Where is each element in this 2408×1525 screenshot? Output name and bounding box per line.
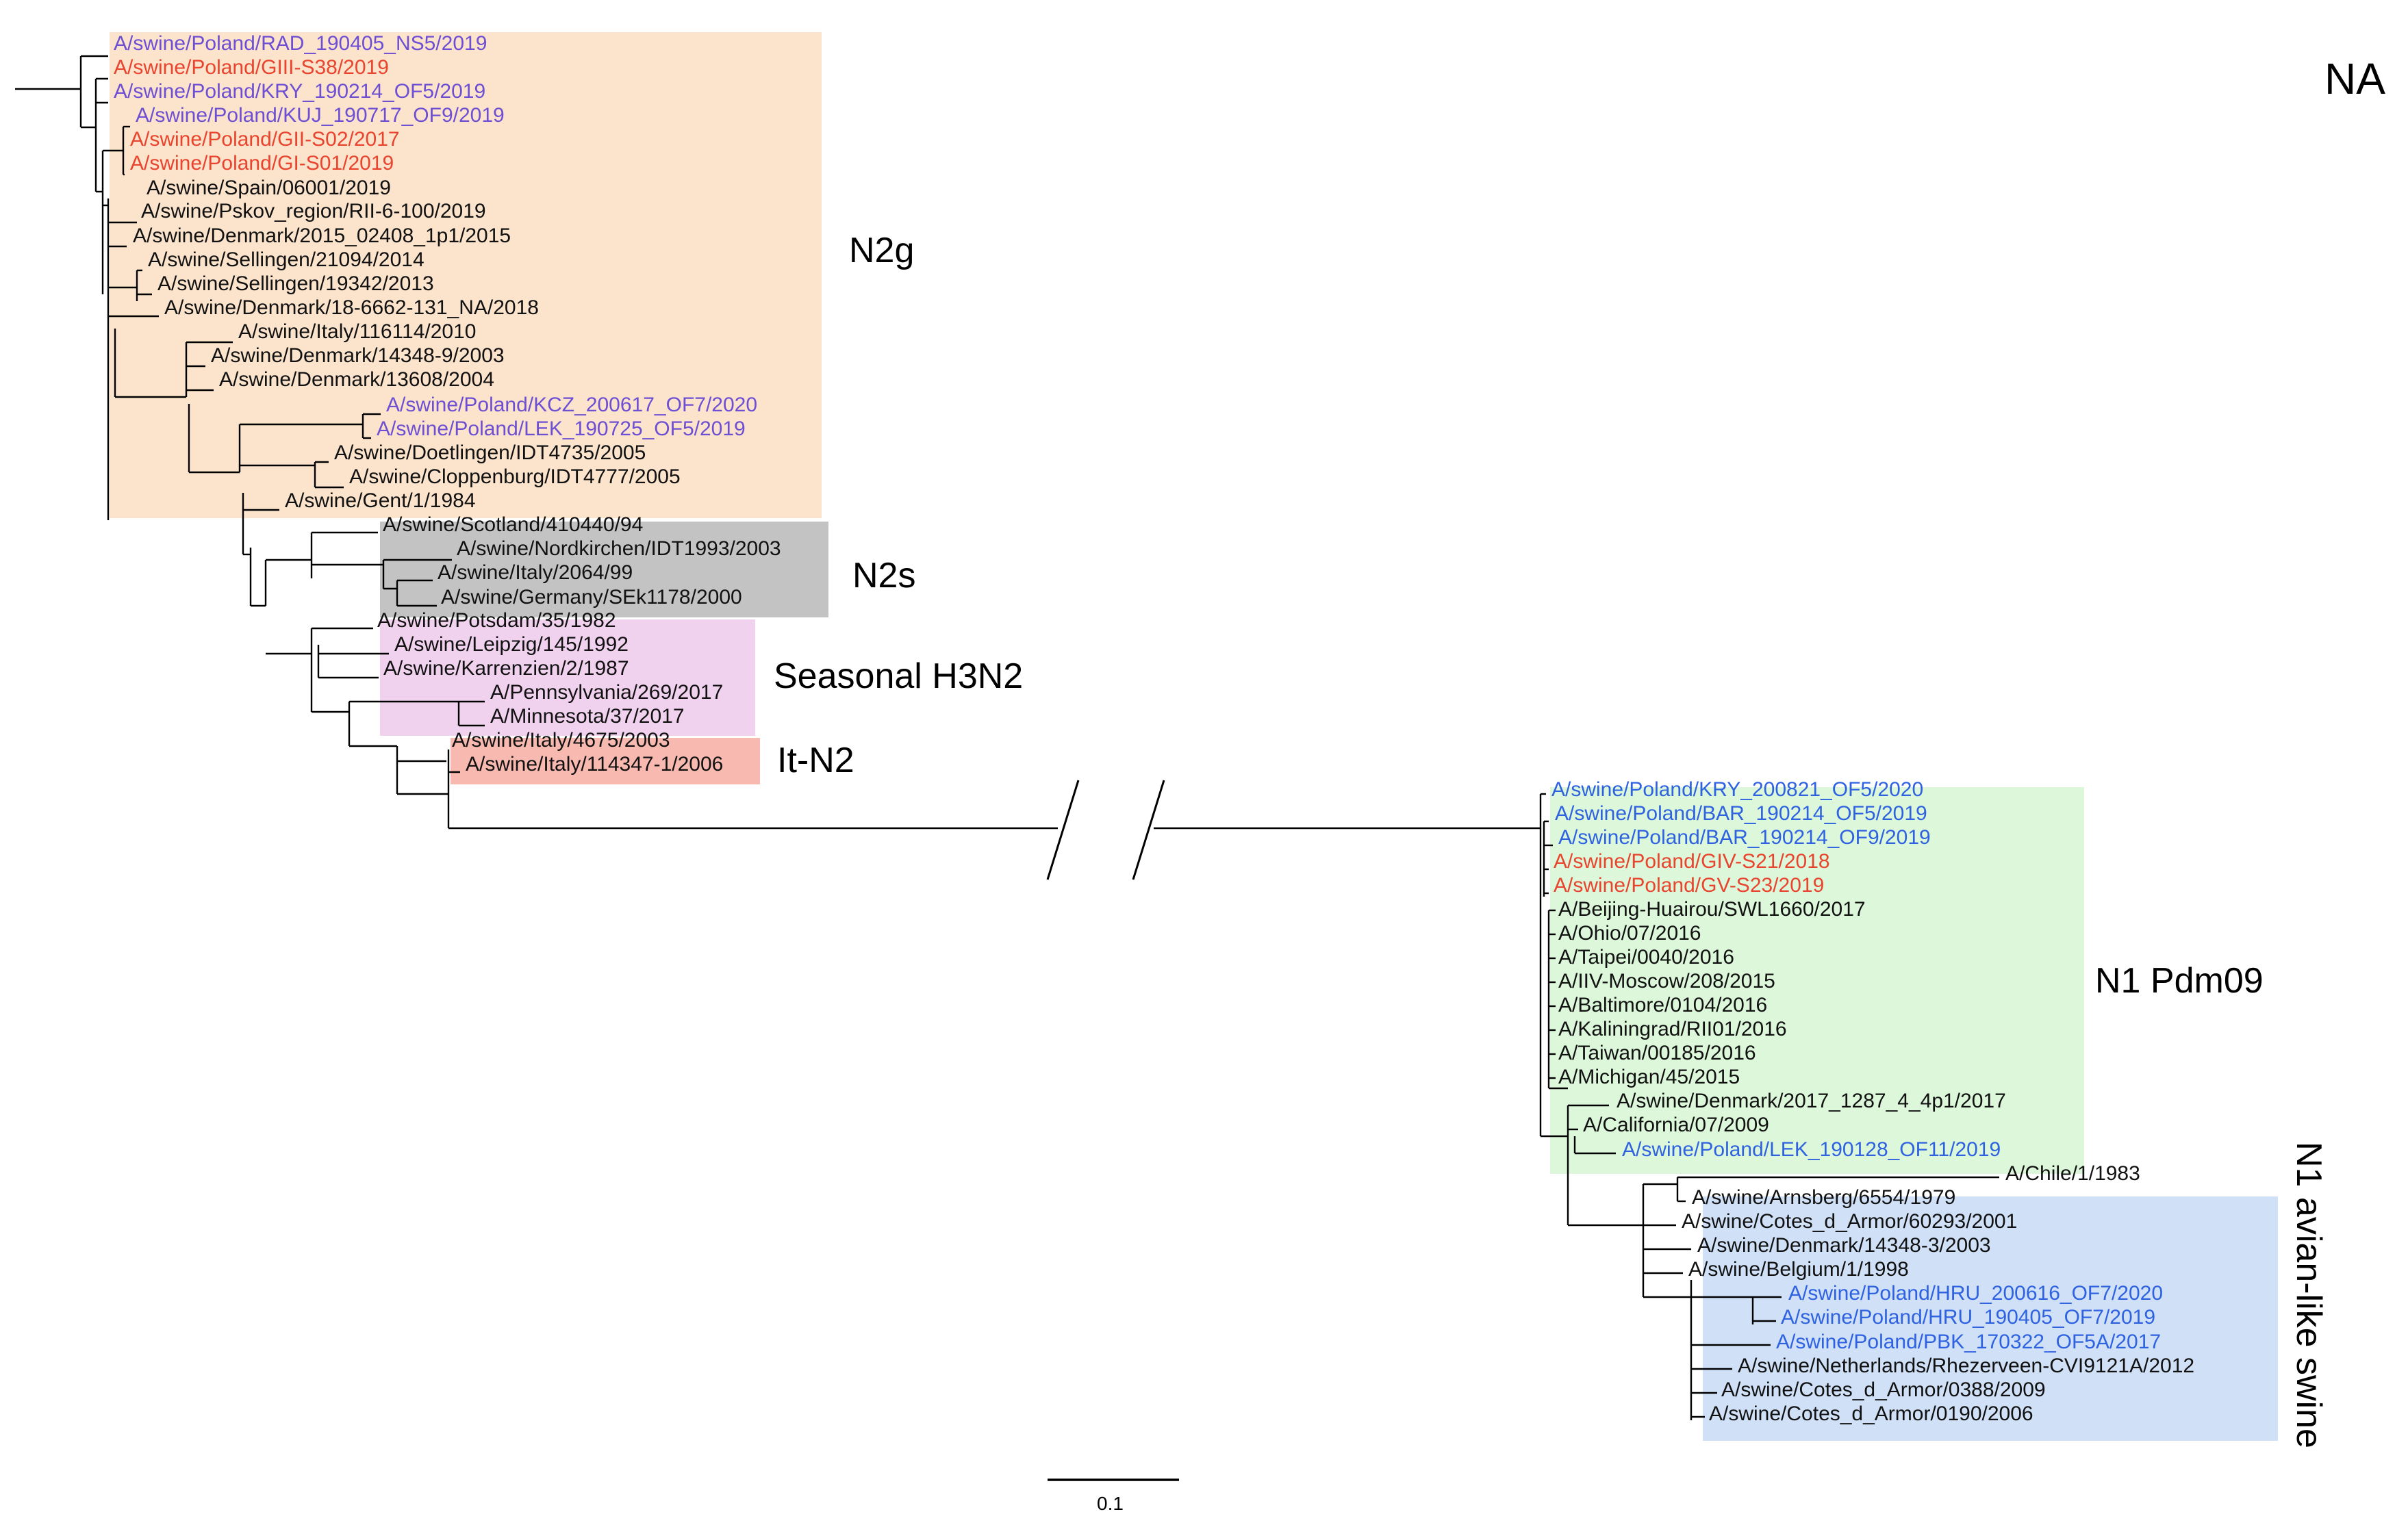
leaf-label: A/swine/Sellingen/21094/2014	[148, 248, 424, 271]
clade-boxes	[110, 32, 2278, 1441]
leaf-label: A/Ohio/07/2016	[1558, 922, 1701, 945]
clade-label-n1-pdm09: N1 Pdm09	[2095, 961, 2264, 1001]
leaf-label: A/swine/Belgium/1/1998	[1688, 1258, 1909, 1281]
leaf-label: A/swine/Pskov_region/RII-6-100/2019	[141, 200, 486, 222]
clade-label-seasonal-h3n2: Seasonal H3N2	[774, 656, 1023, 696]
leaf-label: A/Minnesota/37/2017	[490, 705, 685, 728]
leaf-label: A/swine/Poland/PBK_170322_OF5A/2017	[1776, 1331, 2161, 1353]
avian-box	[1703, 1196, 2278, 1441]
clade-label-n2s: N2s	[852, 556, 915, 595]
leaf-label: A/swine/Poland/BAR_190214_OF9/2019	[1558, 826, 1931, 849]
branch-break-marks	[1046, 780, 1165, 880]
leaf-label: A/swine/Denmark/14348-9/2003	[211, 344, 505, 367]
break-mark-right	[1132, 780, 1165, 880]
leaf-label: A/swine/Arnsberg/6554/1979	[1692, 1186, 1955, 1209]
leaf-label: A/swine/Poland/HRU_190405_OF7/2019	[1781, 1306, 2155, 1329]
leaf-label: A/swine/Sellingen/19342/2013	[157, 272, 434, 295]
leaf-label: A/swine/Doetlingen/IDT4735/2005	[334, 441, 646, 464]
leaf-label: A/swine/Italy/116114/2010	[238, 320, 476, 343]
leaf-label: A/swine/Cotes_d_Armor/0388/2009	[1721, 1379, 2046, 1401]
leaf-label: A/swine/Poland/GII-S02/2017	[130, 128, 400, 151]
leaf-label: A/swine/Denmark/14348-3/2003	[1697, 1234, 1991, 1257]
leaf-label: A/swine/Karrenzien/2/1987	[383, 657, 629, 680]
leaf-label: A/swine/Poland/GI-S01/2019	[130, 152, 394, 175]
leaf-label: A/swine/Poland/BAR_190214_OF5/2019	[1555, 802, 1927, 825]
leaf-label: A/swine/Nordkirchen/IDT1993/2003	[457, 537, 781, 560]
leaf-label: A/swine/Gent/1/1984	[285, 489, 476, 512]
leaf-label: A/swine/Poland/LEK_190128_OF11/2019	[1622, 1138, 2001, 1161]
leaf-label: A/Michigan/45/2015	[1558, 1066, 1740, 1088]
leaf-label: A/Chile/1/1983	[2005, 1162, 2140, 1185]
leaf-label: A/swine/Cloppenburg/IDT4777/2005	[349, 465, 681, 488]
leaf-label: A/Kaliningrad/RII01/2016	[1558, 1018, 1787, 1040]
leaf-label: A/swine/Germany/SEk1178/2000	[441, 586, 742, 608]
leaf-label: A/swine/Poland/GIV-S21/2018	[1554, 850, 1830, 873]
leaf-label: A/swine/Denmark/2017_1287_4_4p1/2017	[1617, 1090, 2006, 1112]
leaf-label: A/swine/Italy/4675/2003	[452, 729, 670, 752]
leaf-label: A/swine/Poland/LEK_190725_OF5/2019	[377, 418, 746, 440]
leaf-labels: A/swine/Poland/RAD_190405_NS5/2019A/swin…	[114, 32, 2194, 1425]
leaf-label: A/swine/Poland/RAD_190405_NS5/2019	[114, 32, 487, 55]
leaf-label: A/swine/Poland/GIII-S38/2019	[114, 56, 389, 79]
leaf-label: A/swine/Spain/06001/2019	[147, 177, 391, 199]
clade-label-n1-avian-like-swine: N1 avian-like swine	[2289, 1142, 2329, 1448]
leaf-label: A/swine/Poland/KCZ_200617_OF7/2020	[386, 394, 757, 416]
n2s-box	[380, 522, 828, 617]
scale-bar-label: 0.1	[1097, 1493, 1124, 1514]
leaf-label: A/swine/Poland/KRY_200821_OF5/2020	[1551, 778, 1923, 801]
leaf-label: A/swine/Potsdam/35/1982	[377, 609, 616, 632]
leaf-label: A/swine/Poland/KUJ_190717_OF9/2019	[136, 104, 505, 127]
leaf-label: A/swine/Poland/KRY_190214_OF5/2019	[114, 80, 485, 103]
leaf-label: A/swine/Leipzig/145/1992	[394, 633, 629, 656]
h3n2-box	[380, 619, 755, 736]
leaf-label: A/swine/Cotes_d_Armor/60293/2001	[1682, 1210, 2017, 1233]
leaf-label: A/swine/Poland/GV-S23/2019	[1554, 874, 1824, 897]
clade-label-it-n2: It-N2	[777, 741, 854, 780]
leaf-label: A/swine/Denmark/2015_02408_1p1/2015	[133, 225, 511, 247]
n2g-box	[110, 32, 822, 518]
leaf-label: A/Baltimore/0104/2016	[1558, 994, 1767, 1016]
tree-branches	[15, 55, 1999, 1420]
itn2-box	[451, 738, 760, 784]
leaf-label: A/swine/Italy/114347-1/2006	[466, 753, 723, 776]
break-mark-left	[1046, 780, 1080, 880]
leaf-label: A/swine/Denmark/18-6662-131_NA/2018	[164, 296, 539, 319]
leaf-label: A/swine/Denmark/13608/2004	[219, 368, 494, 391]
leaf-label: A/swine/Poland/HRU_200616_OF7/2020	[1788, 1282, 2163, 1305]
leaf-label: A/Taipei/0040/2016	[1558, 946, 1734, 969]
clade-label-n2g: N2g	[849, 231, 914, 270]
leaf-label: A/Taiwan/00185/2016	[1558, 1042, 1756, 1064]
leaf-label: A/swine/Cotes_d_Armor/0190/2006	[1709, 1402, 2033, 1425]
panel-title: NA	[2324, 54, 2385, 103]
leaf-label: A/Beijing-Huairou/SWL1660/2017	[1558, 898, 1866, 921]
leaf-label: A/California/07/2009	[1583, 1114, 1769, 1136]
leaf-label: A/swine/Scotland/410440/94	[383, 513, 643, 536]
leaf-label: A/IIV-Moscow/208/2015	[1558, 970, 1775, 992]
leaf-label: A/swine/Italy/2064/99	[438, 561, 633, 584]
leaf-label: A/swine/Netherlands/Rhezerveen-CVI9121A/…	[1738, 1355, 2194, 1377]
pdm09-box	[1550, 787, 2084, 1174]
leaf-label: A/Pennsylvania/269/2017	[490, 681, 723, 704]
